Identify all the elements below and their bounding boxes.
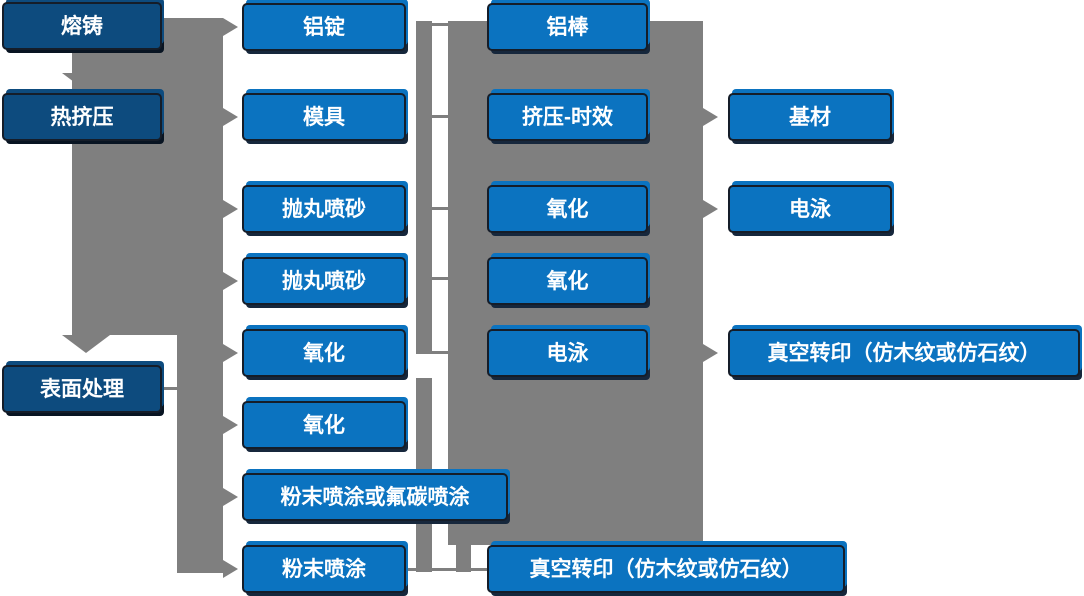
node-powder-spraying: 粉末喷涂 bbox=[242, 545, 406, 593]
node-oxidation-a1: 氧化 bbox=[242, 329, 406, 377]
connector-bar-band-drop bbox=[456, 543, 471, 572]
node-hot-extrusion: 热挤压 bbox=[2, 93, 162, 141]
node-oxidation-b2: 氧化 bbox=[487, 257, 648, 305]
node-base-material: 基材 bbox=[728, 93, 892, 141]
arrow-to-aluminum-ingot-icon bbox=[223, 18, 238, 36]
link-cross-row4 bbox=[432, 277, 448, 280]
arrow-to-oxidation-a2-icon bbox=[223, 416, 238, 434]
arrow-to-powder-fluoro-icon bbox=[223, 488, 238, 506]
node-surface-treatment: 表面处理 bbox=[2, 365, 162, 413]
node-extrusion-aging: 挤压-时效 bbox=[487, 93, 648, 141]
arrow-to-mold-icon bbox=[223, 108, 238, 126]
arrow-to-shot-blasting-1-icon bbox=[223, 200, 238, 218]
link-bottom-row bbox=[405, 568, 488, 571]
arrow-to-base-material-icon bbox=[703, 108, 718, 126]
node-shot-blasting-2: 抛丸喷砂 bbox=[242, 257, 406, 305]
node-oxidation-b1: 氧化 bbox=[487, 185, 648, 233]
node-oxidation-a2: 氧化 bbox=[242, 401, 406, 449]
node-vacuum-transfer-print-2: 真空转印（仿木纹或仿石纹） bbox=[728, 329, 1080, 377]
link-cross-row2 bbox=[432, 115, 448, 118]
arrow-down-to-surface-treatment-icon bbox=[62, 335, 110, 353]
node-electrophoresis-2: 电泳 bbox=[728, 185, 892, 233]
node-shot-blasting-1: 抛丸喷砂 bbox=[242, 185, 406, 233]
arrow-down-to-hot-extrusion-icon bbox=[62, 73, 110, 91]
node-melting-casting: 熔铸 bbox=[2, 2, 162, 50]
arrow-to-vacuum-transfer-icon bbox=[703, 344, 718, 362]
arrow-to-electrophoresis-icon bbox=[703, 200, 718, 218]
node-vacuum-transfer-print-1: 真空转印（仿木纹或仿石纹） bbox=[487, 545, 845, 593]
link-cross-row3 bbox=[432, 207, 448, 210]
connector-band-left bbox=[72, 18, 223, 335]
node-aluminum-ingot: 铝锭 bbox=[242, 3, 406, 51]
link-surface-treatment bbox=[163, 387, 178, 390]
link-cross-row1 bbox=[432, 23, 448, 26]
node-mold: 模具 bbox=[242, 93, 406, 141]
connector-band-left-lower bbox=[177, 335, 223, 573]
node-powder-or-fluorocarbon-spraying: 粉末喷涂或氟碳喷涂 bbox=[242, 473, 508, 521]
arrow-to-powder-spraying-icon bbox=[223, 560, 238, 578]
node-electrophoresis-1: 电泳 bbox=[487, 329, 648, 377]
arrow-to-shot-blasting-2-icon bbox=[223, 272, 238, 290]
link-cross-row5 bbox=[432, 351, 448, 354]
arrow-to-oxidation-a1-icon bbox=[223, 344, 238, 362]
node-aluminum-rod: 铝棒 bbox=[487, 3, 648, 51]
connector-bar-mid-upper bbox=[416, 21, 432, 354]
